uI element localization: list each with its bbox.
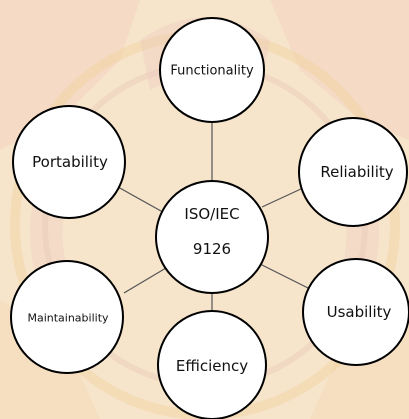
center-label-line2: 9126 [193, 240, 231, 258]
connectors [117, 120, 309, 316]
connector-portability [117, 186, 162, 212]
node-label-usability: Usability [327, 303, 392, 321]
node-label-maintainability: Maintainability [27, 312, 109, 325]
node-reliability: Reliability [298, 117, 408, 227]
node-label-functionality: Functionality [170, 64, 254, 79]
node-label-portability: Portability [32, 153, 108, 171]
node-label-efficiency: Efficiency [176, 357, 248, 375]
node-usability: Usability [302, 258, 409, 366]
node-portability: Portability [12, 105, 126, 219]
node-maintainability: Maintainability [10, 260, 124, 374]
node-functionality: Functionality [159, 17, 265, 123]
connector-maintainability [123, 267, 167, 294]
center-label-line1: ISO/IEC [184, 205, 239, 223]
connector-reliability [261, 187, 304, 208]
node-efficiency: Efficiency [157, 310, 267, 419]
node-center: ISO/IEC 9126 [155, 180, 269, 294]
connector-usability [257, 262, 309, 289]
node-label-reliability: Reliability [320, 163, 393, 181]
